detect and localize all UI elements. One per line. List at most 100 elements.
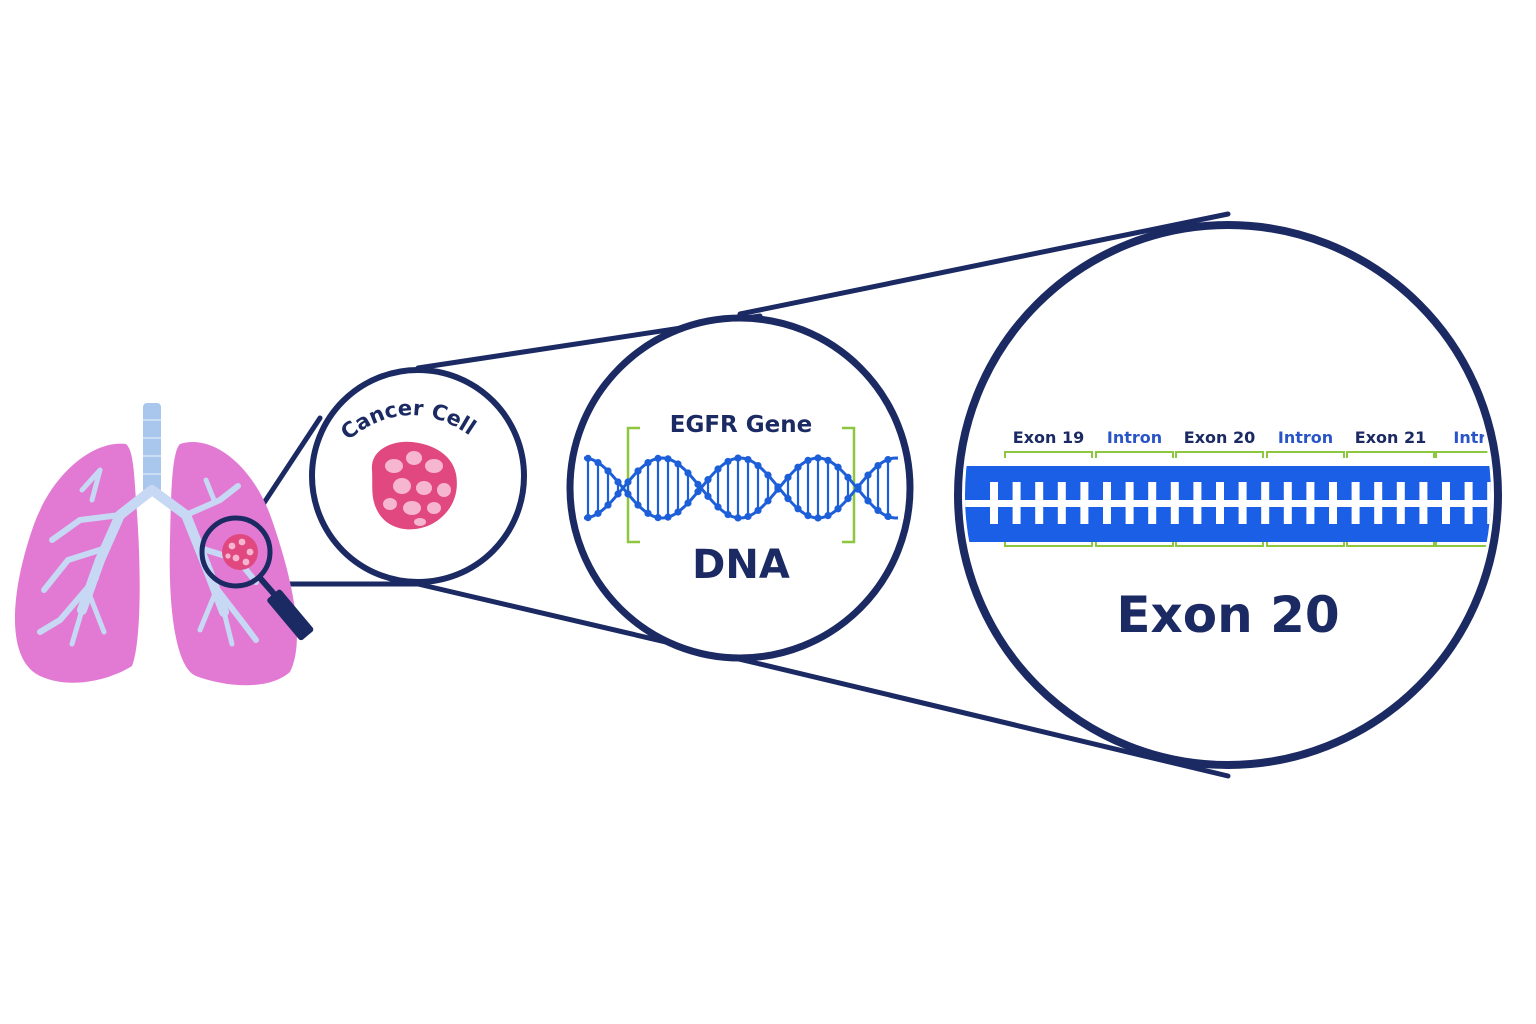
strip-rung <box>990 482 998 524</box>
segment-bracket-top <box>1095 451 1174 458</box>
helix-node <box>634 467 642 475</box>
lungs-icon <box>14 403 314 686</box>
helix-node <box>854 485 862 493</box>
helix-node <box>684 469 692 477</box>
helix-node <box>614 478 622 486</box>
strip-rung <box>1306 482 1315 524</box>
strip-rung <box>1193 482 1202 524</box>
helix-node <box>604 501 612 509</box>
helix-node <box>654 514 662 522</box>
helix-node <box>724 457 732 466</box>
segment-label-intron: Intron <box>1278 428 1333 447</box>
helix-node <box>654 454 662 462</box>
strip-rung <box>1442 482 1450 524</box>
segment-label-exon: Exon 21 <box>1355 428 1426 447</box>
helix-node <box>594 509 602 517</box>
helix-node <box>714 503 722 511</box>
helix-node <box>584 514 592 522</box>
strip-rung <box>1261 482 1270 524</box>
helix-node <box>804 456 812 465</box>
helix-node <box>704 476 712 484</box>
strip-rung <box>1329 482 1337 524</box>
strip-rung <box>1012 482 1021 524</box>
helix-node <box>784 495 792 503</box>
helix-node <box>694 488 702 496</box>
segment-bracket-top <box>1175 451 1264 458</box>
helix-node <box>764 497 772 505</box>
connector-lung-to-cell-top <box>255 415 323 515</box>
helix-node <box>884 512 892 521</box>
helix-node <box>884 455 892 464</box>
helix-node <box>824 511 832 520</box>
strip-rung <box>1035 482 1044 524</box>
helix-node <box>644 509 652 517</box>
segment-bracket-top <box>1266 451 1345 458</box>
left-lung <box>14 443 140 683</box>
helix-node <box>814 454 822 462</box>
exon-20-title: Exon 20 <box>1116 586 1339 644</box>
helix-node <box>644 459 652 467</box>
helix-node <box>734 514 742 522</box>
helix-node <box>624 478 632 486</box>
segment-label-intron: Intron <box>1107 428 1162 447</box>
helix-node <box>754 506 762 515</box>
strip-rungs <box>965 482 1491 524</box>
helix-node <box>694 480 702 488</box>
cancer-cell-circle: Cancer Cell <box>309 367 527 585</box>
bronchi <box>37 467 259 647</box>
helix-node <box>784 473 792 481</box>
strip-rung <box>1216 482 1224 524</box>
helix-node <box>594 459 602 467</box>
strip-rung <box>1487 482 1491 524</box>
helix-node <box>674 508 682 516</box>
helix-node <box>624 490 632 498</box>
cancer-cell-icon <box>371 441 457 530</box>
helix-node <box>614 490 622 498</box>
strip-rung <box>1057 482 1066 524</box>
egfr-gene-label: EGFR Gene <box>670 412 812 438</box>
helix-node <box>774 485 782 493</box>
helix-node <box>874 506 882 515</box>
helix-node <box>864 471 872 479</box>
dna-helix-icon <box>583 454 899 522</box>
helix-node <box>714 465 722 473</box>
strip-rung <box>1464 482 1473 524</box>
segment-bracket-top <box>1435 451 1491 458</box>
strip-rung <box>1103 482 1111 524</box>
helix-node <box>744 512 752 521</box>
helix-node <box>664 455 672 463</box>
strip-centerline <box>965 500 1491 507</box>
helix-node <box>804 511 812 520</box>
segment-label-exon: Exon 20 <box>1184 428 1255 447</box>
helix-node <box>834 505 842 513</box>
dna-circle: EGFR Gene DNA <box>566 314 914 662</box>
helix-node <box>604 467 612 475</box>
segment-bracket-top <box>1004 451 1093 458</box>
strip-rung <box>1080 482 1089 524</box>
strip-rung <box>1170 482 1179 524</box>
helix-node <box>754 461 762 470</box>
strip-rung <box>1374 482 1383 524</box>
helix-node <box>674 460 682 468</box>
helix-node <box>664 513 672 521</box>
trachea <box>143 403 161 493</box>
segment-bracket-top <box>1346 451 1435 458</box>
dna-label: DNA <box>692 542 790 588</box>
helix-node <box>814 514 822 522</box>
helix-node <box>744 455 752 464</box>
strip-rung <box>1125 482 1134 524</box>
helix-node <box>794 505 802 513</box>
connector-dna-to-exon-top <box>737 211 1231 317</box>
helix-node <box>834 463 842 471</box>
segment-label-intron: Intron <box>1453 428 1508 447</box>
magnifier-icon <box>199 515 314 641</box>
segment-label-exon: Exon 19 <box>1013 428 1084 447</box>
helix-node <box>634 501 642 509</box>
helix-node <box>844 473 852 481</box>
strip-rung <box>1148 482 1157 524</box>
helix-node <box>874 461 882 470</box>
helix-node <box>704 492 712 500</box>
helix-node <box>764 471 772 479</box>
